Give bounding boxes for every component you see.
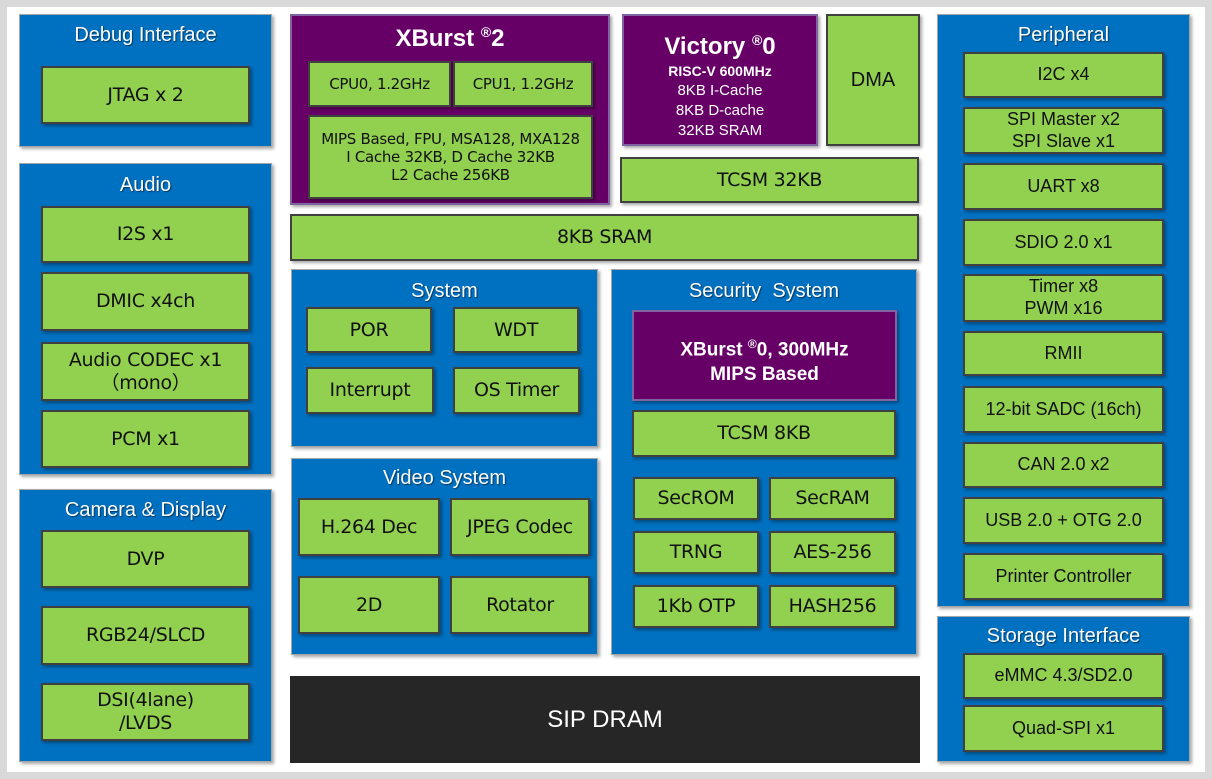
uart-block: UART x8 — [963, 163, 1164, 210]
cpu1-block: CPU1, 1.2GHz — [453, 61, 593, 107]
2d-block: 2D — [298, 576, 440, 634]
pcm-block: PCM x1 — [41, 410, 250, 468]
i2c-block: I2C x4 — [963, 52, 1164, 98]
rgb24-slcd-block: RGB24/SLCD — [41, 606, 250, 665]
tcsm-32kb-block: TCSM 32KB — [620, 157, 919, 203]
xburst2-details-block: MIPS Based, FPU, MSA128, MXA128 I Cache … — [308, 115, 593, 199]
i2s-block: I2S x1 — [41, 206, 250, 263]
spi-block: SPI Master x2 SPI Slave x1 — [963, 107, 1164, 154]
por-block: POR — [306, 307, 432, 353]
rotator-block: Rotator — [450, 576, 590, 634]
secrom-block: SecROM — [633, 477, 759, 520]
panel-title: Camera & Display — [64, 499, 227, 521]
secram-block: SecRAM — [769, 477, 896, 520]
core-title: Victory ®0 — [664, 32, 776, 60]
cpu0-block: CPU0, 1.2GHz — [308, 61, 451, 107]
panel-title: Debug Interface — [74, 24, 217, 46]
rmii-block: RMII — [963, 331, 1164, 376]
quad-spi-block: Quad-SPI x1 — [963, 705, 1164, 752]
panel-title: Audio — [119, 174, 172, 196]
audio-codec-block: Audio CODEC x1 （mono） — [41, 342, 250, 401]
timer-pwm-block: Timer x8 PWM x16 — [963, 274, 1164, 322]
wdt-block: WDT — [453, 307, 579, 353]
panel-title: Video System — [382, 467, 507, 489]
victory-icache: 8KB I-Cache — [677, 82, 763, 99]
panel-title: System — [411, 280, 478, 302]
tcsm-8kb-block: TCSM 8KB — [632, 410, 896, 457]
usb-otg-block: USB 2.0 + OTG 2.0 — [963, 497, 1164, 544]
core-title: XBurst ®2 — [395, 24, 505, 52]
victory0-core: Victory ®0 RISC-V 600MHz 8KB I-Cache 8KB… — [622, 14, 818, 146]
dmic-block: DMIC x4ch — [41, 272, 250, 331]
dma-block: DMA — [826, 14, 920, 146]
hash256-block: HASH256 — [769, 585, 896, 628]
panel-title: Security System — [688, 280, 840, 302]
otp-block: 1Kb OTP — [633, 585, 759, 628]
victory-sram: 32KB SRAM — [677, 122, 763, 139]
can-block: CAN 2.0 x2 — [963, 442, 1164, 488]
dsi-lvds-block: DSI(4lane) /LVDS — [41, 683, 250, 741]
xburst0-core: XBurst ®0, 300MHz MIPS Based — [632, 310, 897, 401]
jtag-block: JTAG x 2 — [41, 66, 250, 124]
aes256-block: AES-256 — [769, 531, 896, 574]
h264-dec-block: H.264 Dec — [298, 498, 440, 556]
sram-8kb-block: 8KB SRAM — [290, 214, 919, 261]
sdio-block: SDIO 2.0 x1 — [963, 219, 1164, 266]
printer-controller-block: Printer Controller — [963, 553, 1164, 600]
system-panel: System — [291, 269, 598, 447]
victory-freq: RISC-V 600MHz — [668, 63, 772, 79]
emmc-sd-block: eMMC 4.3/SD2.0 — [963, 653, 1164, 699]
trng-block: TRNG — [633, 531, 759, 574]
sip-dram-block: SIP DRAM — [290, 676, 920, 763]
core-subtitle: MIPS Based — [710, 364, 819, 386]
interrupt-block: Interrupt — [306, 367, 434, 414]
core-title: XBurst ®0, 300MHz — [680, 337, 849, 361]
dvp-block: DVP — [41, 530, 250, 588]
os-timer-block: OS Timer — [453, 367, 580, 414]
victory-dcache: 8KB D-cache — [675, 102, 765, 119]
jpeg-codec-block: JPEG Codec — [450, 498, 590, 556]
panel-title: Peripheral — [1017, 24, 1110, 46]
panel-title: Storage Interface — [986, 625, 1141, 647]
sadc-block: 12-bit SADC (16ch) — [963, 386, 1164, 433]
